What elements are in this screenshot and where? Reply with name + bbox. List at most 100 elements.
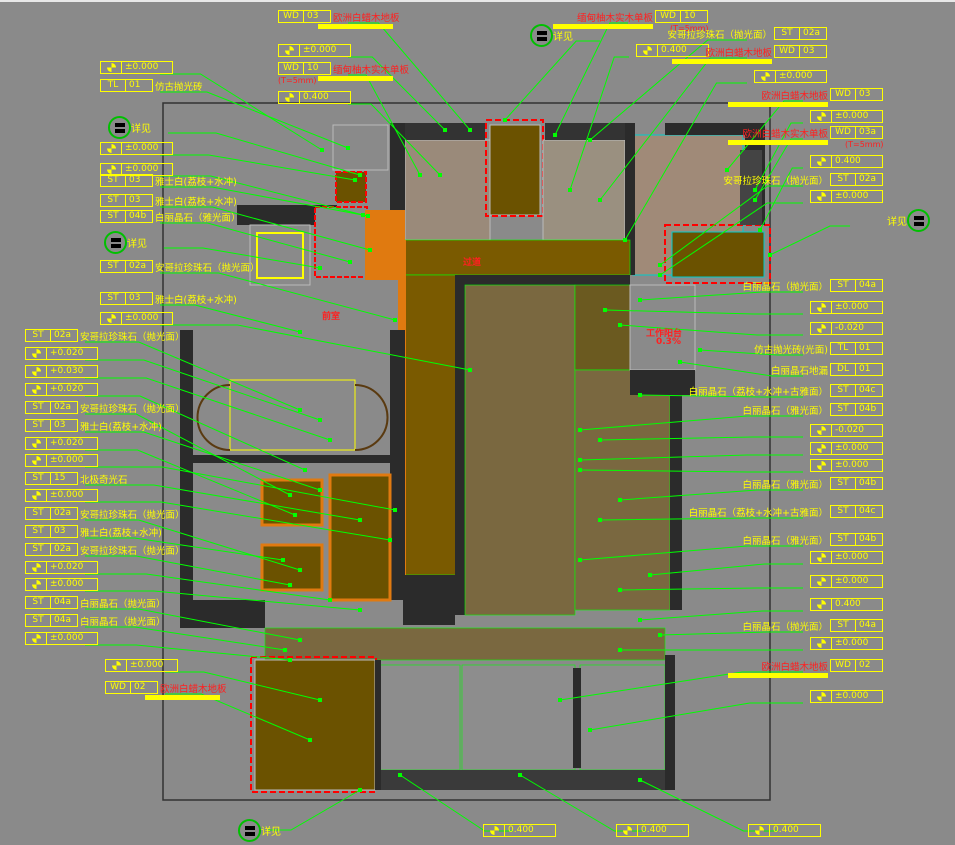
- material-description: 安哥拉珍珠石（抛光面）: [80, 331, 185, 343]
- elevation-tag[interactable]: ±0.000: [810, 110, 883, 123]
- elevation-tag[interactable]: ±0.000: [754, 70, 827, 83]
- elevation-tag[interactable]: 0.400: [616, 824, 689, 837]
- elevation-tag[interactable]: ±0.000: [810, 551, 883, 564]
- elevation-tag[interactable]: ±0.000: [810, 575, 883, 588]
- elevation-tag[interactable]: -0.020: [810, 424, 883, 437]
- material-underline: [318, 76, 393, 81]
- elevation-tag[interactable]: ±0.000: [810, 301, 883, 314]
- elevation-tag[interactable]: ±0.000: [100, 163, 173, 176]
- elevation-tag[interactable]: ±0.000: [25, 632, 98, 645]
- elevation-tag[interactable]: +0.020: [25, 561, 98, 574]
- leader-line: [85, 608, 301, 641]
- detail-label: 详见: [131, 124, 151, 135]
- elevation-tag[interactable]: ±0.000: [25, 454, 98, 467]
- elevation-tag[interactable]: 0.400: [810, 155, 883, 168]
- elevation-tag[interactable]: +0.020: [25, 347, 98, 360]
- elevation-marker-icon: [811, 425, 831, 436]
- elevation-tag[interactable]: ±0.000: [25, 578, 98, 591]
- material-number: 02a: [50, 508, 77, 519]
- detail-callout[interactable]: 详见: [108, 116, 151, 139]
- elevation-tag[interactable]: 0.400: [483, 824, 556, 837]
- detail-callout[interactable]: 详见: [238, 819, 281, 842]
- leader-dot: [318, 418, 322, 422]
- elevation-tag[interactable]: +0.030: [25, 365, 98, 378]
- leader-dot: [758, 228, 762, 232]
- elevation-tag[interactable]: +0.020: [25, 437, 98, 450]
- material-description: 白丽晶石（抛光面）: [80, 616, 166, 628]
- elevation-box: ±0.000: [810, 575, 883, 588]
- detail-callout[interactable]: 详见: [887, 209, 930, 232]
- detail-callout[interactable]: 详见: [104, 231, 147, 254]
- detail-label: 详见: [887, 217, 907, 228]
- elevation-tag[interactable]: ±0.000: [100, 142, 173, 155]
- elevation-tag[interactable]: +0.020: [25, 383, 98, 396]
- leader-line: [619, 324, 803, 336]
- elevation-tag[interactable]: 0.400: [810, 598, 883, 611]
- leader-line: [348, 74, 421, 176]
- material-number: 04b: [855, 404, 882, 415]
- elevation-tag[interactable]: ±0.000: [810, 690, 883, 703]
- elevation-tag[interactable]: ±0.000: [278, 44, 351, 57]
- elevation-box: ±0.000: [810, 190, 883, 203]
- elevation-tag[interactable]: 0.400: [748, 824, 821, 837]
- detail-callout[interactable]: 详见: [530, 24, 573, 47]
- elevation-tag[interactable]: 0.400: [278, 91, 351, 104]
- leader-line: [85, 501, 391, 541]
- elevation-tag[interactable]: ±0.000: [810, 190, 883, 203]
- leader-line: [85, 341, 301, 411]
- elevation-tag[interactable]: ±0.000: [100, 61, 173, 74]
- material-description: 雅士白(荔枝+水冲): [80, 421, 162, 433]
- elevation-tag[interactable]: 0.400: [636, 44, 709, 57]
- material-code: WD: [835, 127, 851, 137]
- elevation-tag[interactable]: ±0.000: [810, 459, 883, 472]
- leader-line: [85, 573, 331, 601]
- elevation-tag[interactable]: ±0.000: [810, 442, 883, 455]
- elevation-tag[interactable]: ±0.000: [810, 637, 883, 650]
- elevation-tag[interactable]: -0.020: [810, 322, 883, 335]
- elevation-box: +0.020: [25, 437, 98, 450]
- elevation-tag[interactable]: ±0.000: [25, 489, 98, 502]
- elevation-tag[interactable]: ±0.000: [100, 312, 173, 325]
- leader-line: [754, 122, 803, 191]
- leader-line: [164, 247, 321, 269]
- leader-dot: [618, 648, 622, 652]
- elevation-tag[interactable]: ±0.000: [105, 659, 178, 672]
- leader-dot: [638, 618, 642, 622]
